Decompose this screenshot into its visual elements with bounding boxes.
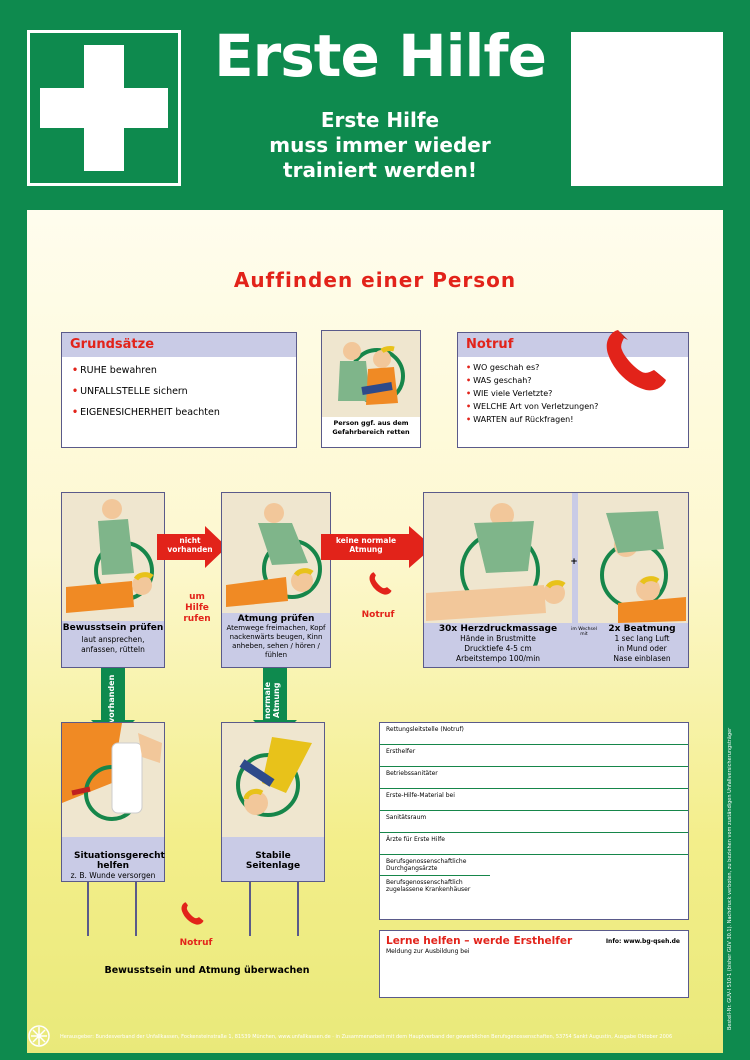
beatmung-title: 2x Beatmung: [608, 624, 676, 634]
publisher-logo: [28, 1025, 50, 1047]
page-title: Erste Hilfe: [214, 22, 547, 90]
list-item: •EIGENESICHERHEIT beachten: [72, 407, 220, 418]
order-number-text: Bestell-Nr. GUV-I 510-1 (bisher GUV 30.1…: [727, 727, 733, 1030]
arrow-vorhanden-label: vorhanden: [107, 674, 116, 724]
lerne-helfen-sub: Meldung zur Ausbildung bei: [386, 948, 470, 955]
notruf-label-bottom: Notruf: [179, 938, 213, 948]
list-item: •WELCHE Art von Verletzungen?: [466, 402, 599, 411]
list-item: •RUHE bewahren: [72, 365, 157, 376]
section-title: Auffinden einer Person: [233, 268, 517, 292]
list-item: •WO geschah es?: [466, 363, 540, 372]
arrow-keine-atmung-label: keine normale Atmung: [335, 536, 397, 554]
step-situation-card: Situationsgerecht helfen z. B. Wunde ver…: [61, 722, 165, 882]
form-row: Betriebssanitäter: [380, 767, 688, 789]
form-row: Erste-Hilfe-Material bei: [380, 789, 688, 811]
lerne-helfen-box: Lerne helfen – werde Ersthelfer Info: ww…: [379, 930, 689, 998]
beatmung-sub: 1 sec lang Luft in Mund oder Nase einbla…: [613, 634, 671, 663]
lerne-helfen-title: Lerne helfen – werde Ersthelfer: [386, 935, 573, 947]
first-aid-cross-logo: [27, 30, 181, 186]
situation-sub: z. B. Wunde versorgen: [70, 871, 156, 880]
wunde-versorgen-illustration: [62, 723, 164, 837]
situation-title: Situationsgerecht helfen: [74, 851, 165, 871]
atmung-sub: Atemwege freimachen, Kopf nackenwärts be…: [226, 624, 326, 659]
content-area: Auffinden einer Person Grundsätze •RUHE …: [27, 210, 723, 1053]
contact-form: Rettungsleitstelle (Notruf) Ersthelfer B…: [379, 722, 689, 920]
step-cpr-card: + 30x Herzdruckmassage Hände in Brustmit…: [423, 492, 689, 668]
notruf-title: Notruf: [458, 333, 688, 357]
form-row: Berufsgenossenschaftliche Durchgangsärzt…: [380, 855, 490, 876]
post: [297, 882, 299, 936]
notruf-panel: Notruf •WO geschah es? •WAS geschah? •WI…: [457, 332, 689, 448]
atmung-illustration: [222, 493, 330, 613]
form-row: Rettungsleitstelle (Notruf): [380, 723, 688, 745]
seitenlage-title: Stabile Seitenlage: [245, 851, 301, 871]
rescue-illustration-card: Person ggf. aus dem Gefahrbereich retten: [321, 330, 421, 448]
phone-icon: [606, 330, 666, 391]
bewusstsein-illustration: [62, 493, 164, 621]
notruf-label: Notruf: [361, 610, 395, 620]
page-subtitle: Erste Hilfe muss immer wieder trainiert …: [269, 108, 491, 182]
phone-icon: [369, 572, 392, 595]
step-atmung-card: Atmung prüfen Atemwege freimachen, Kopf …: [221, 492, 331, 668]
list-item: •WARTEN auf Rückfragen!: [466, 415, 574, 424]
arrow-nicht-vorhanden-label: nicht vorhanden: [167, 536, 213, 554]
im-wechsel-label: im Wechsel mit: [571, 627, 597, 637]
arrow-normale-atmung-label: normale Atmung: [263, 681, 281, 719]
rescue-caption: Person ggf. aus dem Gefahrbereich retten: [332, 419, 410, 436]
list-item: •WIE viele Verletzte?: [466, 389, 553, 398]
list-item: •UNFALLSTELLE sichern: [72, 386, 188, 397]
bewusstsein-sub: laut ansprechen, anfassen, rütteln: [81, 635, 145, 654]
form-row: Ersthelfer: [380, 745, 688, 767]
step-seitenlage-card: Stabile Seitenlage: [221, 722, 325, 882]
arrow-nicht-vorhanden: [157, 526, 227, 568]
atmung-title: Atmung prüfen: [237, 614, 315, 624]
bewusstsein-title: Bewusstsein prüfen: [62, 623, 164, 633]
info-url: Info: www.bg-qseh.de: [605, 938, 680, 945]
bewusstsein-ueberwachen-label: Bewusstsein und Atmung überwachen: [104, 965, 310, 976]
phone-icon: [181, 902, 204, 925]
post: [87, 882, 89, 936]
grundsaetze-title: Grundsätze: [62, 333, 296, 357]
seitenlage-illustration: [222, 723, 324, 837]
list-item: •WAS geschah?: [466, 376, 532, 385]
grundsaetze-panel: Grundsätze •RUHE bewahren •UNFALLSTELLE …: [61, 332, 297, 448]
plus-sign: +: [570, 557, 578, 567]
herzdruckmassage-sub: Hände in Brustmitte Drucktiefe 4-5 cm Ar…: [455, 634, 541, 663]
post: [135, 882, 137, 936]
rescue-illustration: [322, 331, 420, 417]
post: [249, 882, 251, 936]
form-row: Berufsgenossenschaftlich zugelassene Kra…: [386, 879, 471, 893]
um-hilfe-rufen-label: um Hilfe rufen: [183, 592, 211, 624]
form-row: Ärzte für Erste Hilfe: [380, 833, 688, 855]
step-bewusstsein-card: Bewusstsein prüfen laut ansprechen, anfa…: [61, 492, 165, 668]
form-row: Sanitätsraum: [380, 811, 688, 833]
blank-label-box: [571, 32, 723, 186]
footer-text: Herausgeber: Bundesverband der Unfallkas…: [60, 1034, 673, 1040]
beatmung-illustration: [578, 493, 688, 623]
herzdruckmassage-title: 30x Herzdruckmassage: [438, 624, 558, 634]
arrow-keine-atmung: [321, 526, 433, 568]
herzdruckmassage-illustration: [424, 493, 572, 623]
